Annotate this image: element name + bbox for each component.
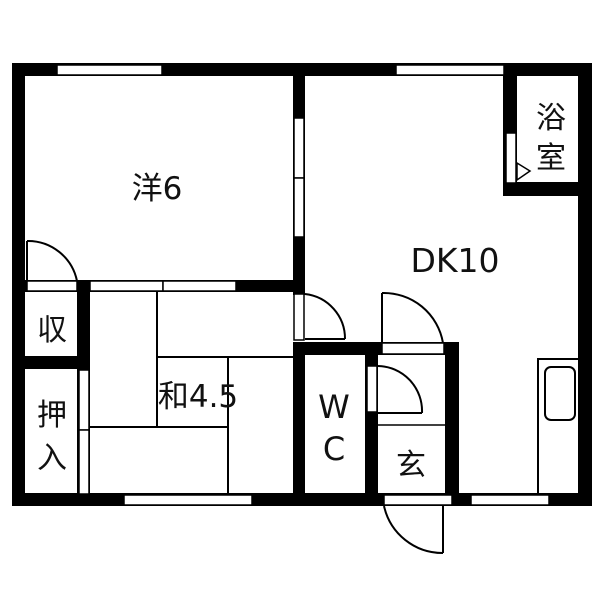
room-label-western: 洋6 <box>132 171 183 207</box>
windows <box>26 64 550 506</box>
room-label-closet-2: 入 <box>37 441 67 476</box>
room-label-japanese: 和4.5 <box>158 379 238 415</box>
room-label-bath-2: 室 <box>536 141 566 176</box>
room-label-entrance: 玄 <box>396 448 426 483</box>
room-label-wc-1: W <box>318 388 350 426</box>
room-label-closet-1: 押 <box>37 398 67 433</box>
room-label-wc-2: C <box>323 430 345 468</box>
tatami-lines <box>90 292 293 493</box>
kitchen-counter <box>537 358 578 493</box>
door-swings <box>26 161 532 555</box>
room-label-dk: DK10 <box>410 241 499 280</box>
room-label-bath-1: 浴 <box>536 101 566 136</box>
room-label-storage: 収 <box>37 313 67 348</box>
